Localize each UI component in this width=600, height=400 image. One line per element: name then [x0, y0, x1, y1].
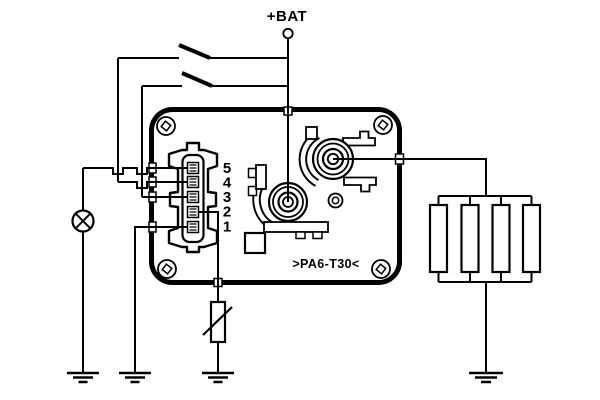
- pin5-lamp-wire: [83, 167, 188, 175]
- glow-plug-stub-wires: [437, 196, 533, 282]
- busbar-foot: [263, 221, 329, 233]
- busbar-tab: [305, 126, 318, 140]
- pin-4: [186, 175, 200, 189]
- pin-3: [186, 190, 200, 204]
- lower-terminal-busbar: [247, 164, 329, 240]
- screw-icon: [371, 259, 391, 279]
- glow-plug: [460, 203, 480, 274]
- ground-lines: [469, 371, 503, 384]
- ground-lines: [67, 371, 99, 384]
- screw-slot: [161, 263, 173, 275]
- pin-ridges: [189, 178, 197, 186]
- lamp-cross: [74, 212, 92, 230]
- pin-1: [186, 220, 200, 234]
- ground-icon: [469, 371, 503, 384]
- terminal-clip: [343, 176, 377, 193]
- rivet-inner: [331, 196, 340, 205]
- pin-2: [186, 205, 200, 219]
- busbar-lug: [312, 231, 323, 240]
- switch1-blade-icon: [178, 43, 211, 60]
- ground-lines: [202, 371, 234, 384]
- ground-icon: [119, 371, 151, 384]
- pin-number-5: 5: [223, 160, 231, 177]
- glow-plug-bus-wire: [438, 195, 532, 283]
- pin-number-3: 3: [223, 189, 231, 206]
- pin-ridges: [189, 223, 197, 231]
- thermistor-icon: [202, 300, 233, 344]
- pin-5: [186, 161, 200, 175]
- screw-slot: [160, 120, 172, 132]
- busbar-bar: [255, 164, 267, 190]
- square-pad: [243, 231, 267, 255]
- battery-label: +BAT: [267, 8, 307, 25]
- feedthrough-collars: [147, 105, 405, 288]
- relay-marking: >PA6-T30<: [292, 257, 359, 271]
- glow-plug-feed-wire: [333, 158, 487, 196]
- screw-slot: [375, 263, 387, 275]
- terminal-clip: [342, 130, 376, 147]
- ground-icon: [67, 371, 99, 384]
- screw-icon: [373, 115, 393, 135]
- pin2-sensor-wire: [197, 211, 219, 373]
- screw-slot: [377, 119, 389, 131]
- upper-terminal-busbar: [298, 126, 321, 187]
- screw-icon: [157, 259, 177, 279]
- battery-terminal-icon: [282, 27, 294, 40]
- busbar-lug: [295, 231, 306, 240]
- ground-lines: [119, 371, 151, 384]
- collar-wire-overlay: [147, 105, 404, 287]
- busbar-lug: [247, 185, 258, 197]
- pin-number-1: 1: [223, 219, 231, 236]
- wires: [82, 38, 533, 373]
- glow-plug: [491, 203, 511, 274]
- glow-plug: [428, 203, 449, 274]
- pin-number-4: 4: [223, 175, 232, 192]
- pin-ridges: [189, 208, 197, 216]
- pin-ridges: [189, 164, 197, 172]
- battery-terminal: +BAT: [267, 8, 307, 40]
- connector-pins: [186, 161, 200, 234]
- screw-icon: [156, 116, 176, 136]
- ground-icon: [202, 371, 234, 384]
- switch2-blade-icon: [181, 71, 213, 88]
- glow-plug: [521, 203, 542, 274]
- resistor-diagonal: [202, 306, 233, 336]
- glow-plugs: [428, 203, 542, 274]
- rivet-icon: [327, 192, 344, 209]
- pin-number-2: 2: [223, 204, 231, 221]
- indicator-lamp-icon: [71, 209, 95, 233]
- pin1-ground-wire: [134, 226, 188, 373]
- pin-ridges: [189, 193, 197, 201]
